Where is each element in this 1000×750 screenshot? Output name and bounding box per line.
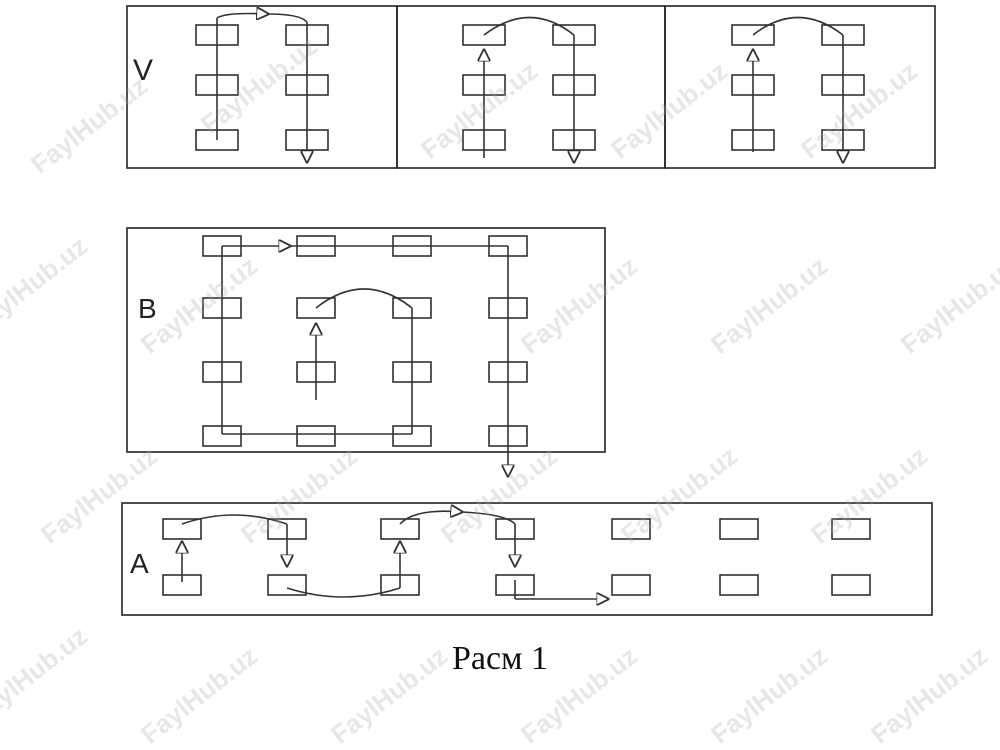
panel-v-boxes [195,24,865,151]
panel-a-boxes [162,518,871,596]
panel-v-label: V [133,54,153,87]
panel-a-frame [121,502,933,616]
panel-b-boxes [202,235,528,447]
panel-v-frame-2 [396,5,666,169]
panel-b-label: B [138,293,157,324]
panel-a-label: A [130,548,149,579]
panel-v-paths [216,14,843,163]
panel-a-paths [182,511,608,599]
panel-v [126,5,936,169]
figure-caption: Расм 1 [451,640,549,677]
panel-v-frame-3 [664,5,936,169]
panel-b-paths [221,246,508,476]
panel-b-frame [126,227,606,453]
panel-v-frame-1 [126,5,398,169]
